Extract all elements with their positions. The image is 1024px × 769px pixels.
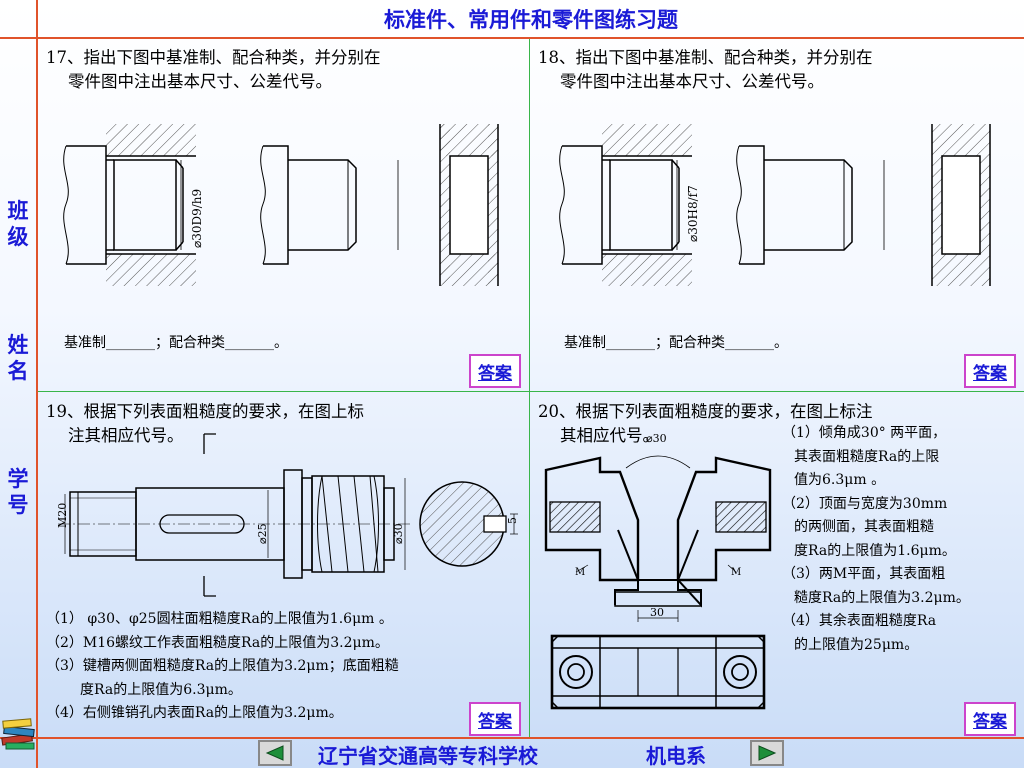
grid-vertical [529, 39, 530, 737]
footer-school: 辽宁省交通高等专科学校 [318, 744, 538, 768]
q19-notes: （1） φ30、φ25圆柱面粗糙度Ra的上限值为1.6μm 。 （2）M16螺纹… [46, 611, 399, 721]
q19-dim-keyway: 5 [506, 517, 519, 524]
triangle-right-icon [758, 745, 777, 761]
class-label: 班级 [7, 198, 29, 249]
q20-drawing [544, 455, 772, 710]
triangle-left-icon [265, 745, 284, 761]
next-slide-button[interactable] [750, 740, 784, 766]
q17-drawing [63, 124, 499, 286]
books-icon [0, 712, 40, 752]
q18-fill-blank: 基准制_______；配合种类_______。 [564, 335, 788, 351]
q17-text: 17、指出下图中基准制、配合种类，并分别在 零件图中注出基本尺寸、公差代号。 [46, 48, 381, 91]
left-frame-line [36, 0, 38, 768]
name-label: 姓名 [7, 332, 29, 383]
q20-notes: （1）倾角成30° 两平面， 其表面粗糙度Ra的上限 值为6.3μm 。 （2）… [782, 425, 970, 653]
q19-drawing [58, 433, 518, 597]
page-title: 标准件、常用件和零件图练习题 [384, 7, 678, 32]
q19-dim-d25: ⌀25 [256, 523, 269, 544]
q18-text: 18、指出下图中基准制、配合种类，并分别在 零件图中注出基本尺寸、公差代号。 [538, 48, 873, 91]
q20-dim-m-left: M [575, 567, 586, 578]
q20-dim-m-right: M [731, 567, 742, 578]
q20-dim-angle: ⌀30 [646, 432, 667, 445]
q20-dim-width: 30 [650, 606, 664, 619]
q19-dim-m20: M20 [56, 502, 69, 528]
q18-fit-label: ⌀30H8/f7 [686, 185, 700, 242]
q19-answer-button[interactable]: 答案 [469, 702, 521, 736]
footer-divider [0, 737, 1024, 739]
prev-slide-button[interactable] [258, 740, 292, 766]
q17-fit-label: ⌀30D9/h9 [190, 188, 204, 248]
id-label: 学号 [7, 466, 29, 517]
q17-fill-blank: 基准制_______；配合种类_______。 [64, 335, 288, 351]
q18-drawing [559, 124, 991, 286]
q18-answer-button[interactable]: 答案 [964, 354, 1016, 388]
q20-text: 20、根据下列表面粗糙度的要求，在图上标注 其相应代号。 [538, 402, 873, 445]
header-divider [0, 37, 1024, 39]
q20-answer-button[interactable]: 答案 [964, 702, 1016, 736]
grid-horizontal [38, 391, 1024, 392]
q19-dim-d30: ⌀30 [392, 523, 405, 544]
footer-dept: 机电系 [646, 744, 706, 768]
q19-text: 19、根据下列表面粗糙度的要求，在图上标 注其相应代号。 [46, 402, 364, 445]
q17-answer-button[interactable]: 答案 [469, 354, 521, 388]
